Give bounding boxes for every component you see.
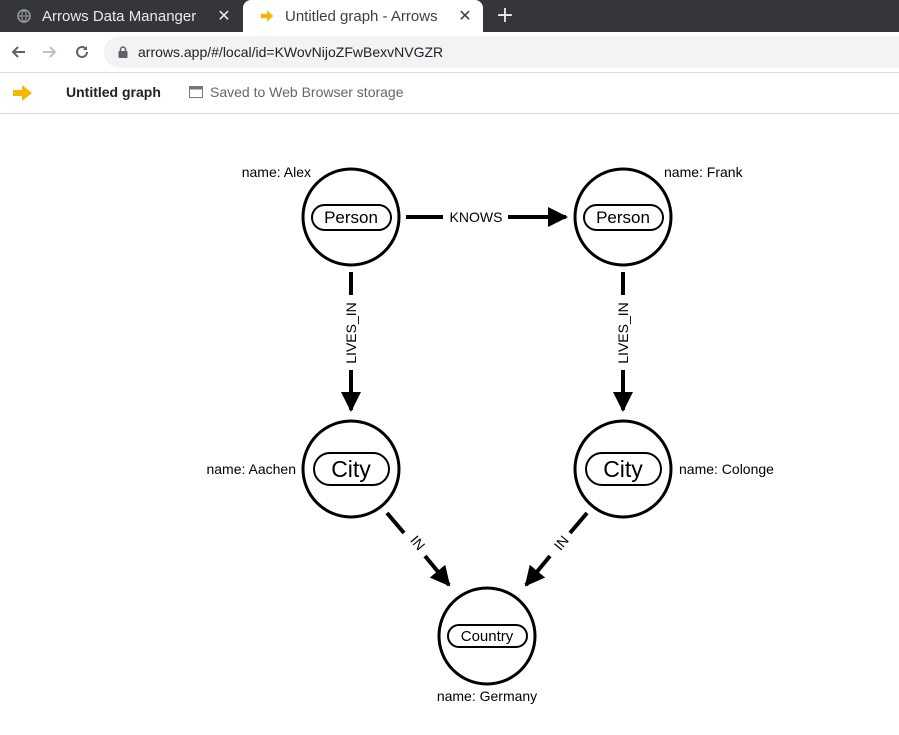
- node-property: name: Germany: [437, 688, 537, 704]
- graph-svg: KNOWS LIVES_IN LIVES_IN IN IN: [206, 164, 774, 704]
- storage-status-text: Saved to Web Browser storage: [210, 84, 404, 100]
- browser-tab-bar: Arrows Data Mananger ✕ Untitled graph - …: [0, 0, 899, 32]
- relationship-type-label: IN: [407, 532, 428, 553]
- arrows-logo-icon: [259, 8, 275, 24]
- relationship-type-label: KNOWS: [450, 209, 503, 225]
- reload-button[interactable]: [70, 40, 94, 64]
- relationship-in-colonge[interactable]: IN: [524, 511, 589, 587]
- new-tab-button[interactable]: +: [495, 3, 515, 28]
- browser-window-icon: [189, 86, 203, 98]
- tab-arrows-data-manager[interactable]: Arrows Data Mananger ✕: [0, 0, 242, 32]
- back-arrow-icon: [11, 46, 25, 58]
- node-frank[interactable]: Person name: Frank: [573, 164, 744, 267]
- node-property: name: Alex: [242, 164, 311, 180]
- relationship-knows[interactable]: KNOWS: [406, 207, 568, 227]
- relationship-lives-in-frank[interactable]: LIVES_IN: [613, 272, 633, 412]
- relationship-type-label: IN: [551, 532, 572, 553]
- node-label: City: [603, 456, 643, 482]
- graph-title[interactable]: Untitled graph: [66, 84, 161, 100]
- node-germany[interactable]: Country name: Germany: [437, 586, 537, 704]
- node-property: name: Frank: [664, 164, 744, 180]
- relationship-type-label: LIVES_IN: [343, 302, 359, 363]
- tab-untitled-graph[interactable]: Untitled graph - Arrows ✕: [243, 0, 483, 32]
- node-label: Person: [324, 208, 378, 227]
- node-property: name: Colonge: [679, 461, 774, 477]
- forward-button[interactable]: [38, 40, 62, 64]
- reload-icon: [76, 45, 88, 58]
- browser-toolbar: arrows.app/#/local/id=KWovNijoZFwBexvNVG…: [0, 32, 899, 73]
- node-aachen[interactable]: City name: Aachen: [206, 419, 401, 519]
- globe-icon: [16, 8, 32, 24]
- relationship-type-label: LIVES_IN: [615, 302, 631, 363]
- forward-arrow-icon: [43, 46, 57, 58]
- close-tab-icon[interactable]: ✕: [458, 6, 472, 25]
- relationship-in-aachen[interactable]: IN: [385, 511, 451, 587]
- relationship-lives-in-alex[interactable]: LIVES_IN: [341, 272, 361, 412]
- arrows-logo-icon[interactable]: [12, 83, 34, 103]
- close-tab-icon[interactable]: ✕: [217, 6, 231, 25]
- tab-title: Untitled graph - Arrows: [285, 7, 438, 25]
- graph-canvas[interactable]: KNOWS LIVES_IN LIVES_IN IN IN: [0, 114, 899, 731]
- lock-icon: [116, 45, 130, 59]
- node-label: Country: [461, 628, 514, 645]
- storage-status: Saved to Web Browser storage: [189, 84, 404, 100]
- url-text: arrows.app/#/local/id=KWovNijoZFwBexvNVG…: [138, 44, 444, 60]
- app-header: Untitled graph Saved to Web Browser stor…: [0, 73, 899, 114]
- tab-title: Arrows Data Mananger: [42, 7, 197, 25]
- node-label: Person: [596, 208, 650, 227]
- node-alex[interactable]: Person name: Alex: [242, 164, 401, 267]
- back-button[interactable]: [6, 40, 30, 64]
- node-colonge[interactable]: City name: Colonge: [573, 419, 774, 519]
- node-label: City: [331, 456, 371, 482]
- node-property: name: Aachen: [206, 461, 296, 477]
- address-bar[interactable]: arrows.app/#/local/id=KWovNijoZFwBexvNVG…: [104, 36, 899, 68]
